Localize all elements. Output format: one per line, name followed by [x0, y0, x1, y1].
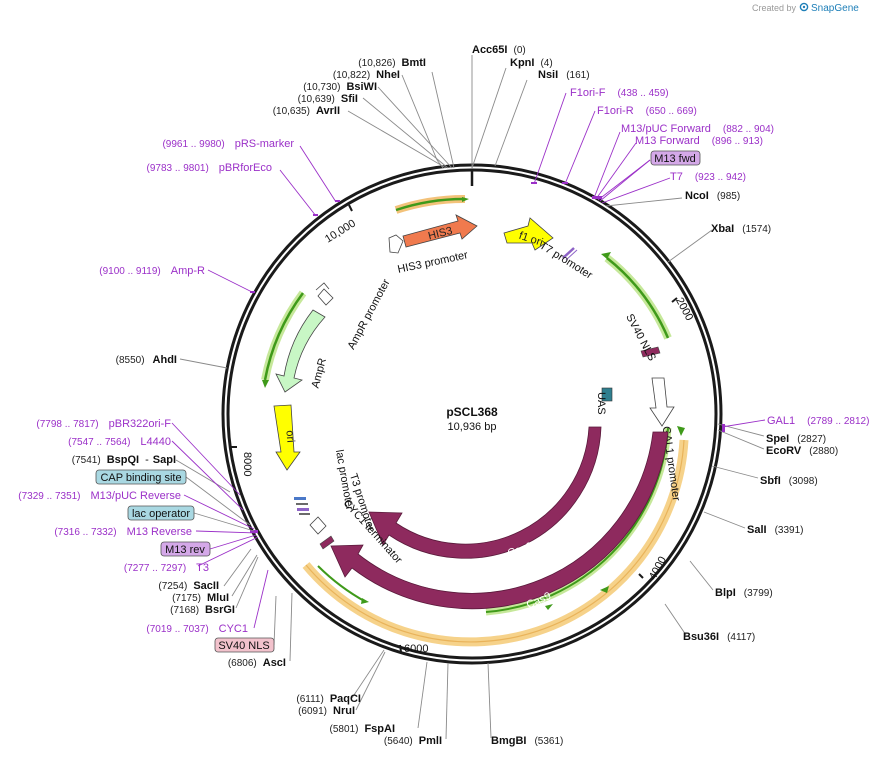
enzyme-bspqi[interactable]: (7541)BspQI-SapI: [72, 454, 176, 466]
box-cap-binding-site-label: CAP binding site: [100, 472, 181, 484]
enzyme-fspai[interactable]: (5801)FspAI: [330, 723, 395, 735]
enzyme-acc65i[interactable]: Acc65I(0): [472, 44, 526, 56]
enzyme-xbai[interactable]: XbaI(1574): [711, 223, 771, 235]
feature-cas9-inner[interactable]: Cas9: [368, 426, 602, 560]
enzyme-bmti[interactable]: (10,826)BmtI: [358, 57, 426, 69]
enzyme-bsiwi[interactable]: (10,730)BsiWI: [303, 81, 377, 93]
orf-sv40-arrow: [606, 257, 670, 339]
label-ampr: AmpR: [310, 357, 330, 390]
ruler-label-10000: 10,000: [323, 217, 358, 245]
box-sv40-nls-label: SV40 NLS: [218, 640, 269, 652]
label-ampr-promoter: AmpR promoter: [346, 277, 393, 351]
enzyme-nhei[interactable]: (10,822)NheI: [333, 69, 400, 81]
primer-m13-forward[interactable]: M13 Forward(896 .. 913): [635, 135, 763, 147]
feature-ori[interactable]: ori: [273, 404, 301, 471]
enzyme-asci[interactable]: (6806)AscI: [228, 657, 286, 669]
enzyme-avrii[interactable]: (10,635)AvrII: [273, 105, 340, 117]
enzyme-sali[interactable]: SalI(3391): [747, 524, 803, 536]
ruler-tick-6000: 6000: [399, 643, 428, 655]
feature-uas[interactable]: UAS: [595, 387, 613, 415]
snapgene-logo-icon: [799, 2, 809, 12]
primer-pbrforeco[interactable]: (9783 .. 9801)pBRforEco: [147, 162, 272, 174]
primer-gal1[interactable]: GAL1(2789 .. 2812): [767, 415, 869, 427]
enzyme-pmli[interactable]: (5640)PmlI: [384, 735, 442, 747]
primer-prs-marker[interactable]: (9961 .. 9980)pRS-marker: [162, 138, 294, 150]
enzyme-nsii[interactable]: NsiI(161): [538, 69, 590, 81]
enzyme-bmgbi[interactable]: BmgBI(5361): [491, 735, 563, 747]
feature-t7-promoter[interactable]: T7 promoter: [537, 240, 594, 282]
box-m13-fwd-label: M13 fwd: [654, 153, 696, 165]
orf-cas9-inner-halo: [485, 427, 672, 616]
enzyme-sacii[interactable]: (7254)SacII: [158, 580, 219, 592]
enzyme-paqci[interactable]: (6111)PaqCI: [296, 693, 361, 705]
feature-sv40-nls-inner[interactable]: SV40 NLS: [623, 312, 661, 363]
enzyme-ncoi[interactable]: NcoI(985): [685, 190, 740, 202]
primer-f1ori-f[interactable]: F1ori-F(438 .. 459): [570, 87, 669, 99]
label-sv40-nls: SV40 NLS: [623, 312, 658, 363]
box-m13-rev[interactable]: M13 rev: [160, 534, 257, 557]
label-his3-promoter: HIS3 promoter: [397, 249, 470, 276]
plasmid-size: 10,936 bp: [448, 421, 497, 433]
enzyme-ecorv[interactable]: EcoRV(2880): [766, 445, 838, 457]
orf-ampr-arrowhead: [262, 380, 269, 388]
enzyme-leader-lines: [175, 55, 765, 740]
box-m13-rev-label: M13 rev: [165, 544, 205, 556]
label-uas: UAS: [595, 392, 607, 415]
primer-m13-reverse[interactable]: (7316 .. 7332)M13 Reverse: [54, 526, 192, 538]
ruler-label-8000: 8000: [241, 452, 253, 476]
box-sv40-nls[interactable]: SV40 NLS: [214, 595, 277, 653]
box-m13-fwd[interactable]: M13 fwd: [597, 150, 701, 201]
feature-lac-promoter-marks: [294, 497, 310, 515]
plasmid-name: pSCL368: [446, 405, 498, 419]
primer-leader-lines: [171, 92, 766, 629]
enzyme-nrui[interactable]: (6091)NruI: [298, 705, 355, 717]
orf-his3-arrowhead: [462, 197, 469, 202]
enzyme-spei[interactable]: SpeI(2827): [766, 433, 826, 445]
primer-l4440[interactable]: (7547 .. 7564)L4440: [68, 436, 171, 448]
enzyme-kpni[interactable]: KpnI(4): [510, 57, 553, 69]
enzyme-ahdi[interactable]: (8550)AhdI: [116, 354, 177, 366]
enzyme-sbfi[interactable]: SbfI(3098): [760, 475, 818, 487]
ruler-tick-8000: 8000: [231, 446, 253, 476]
primer-cyc1[interactable]: (7019 .. 7037)CYC1: [146, 623, 248, 635]
primer-t3[interactable]: (7277 .. 7297)T3: [124, 562, 209, 574]
label-his3: HIS3: [427, 225, 454, 243]
credit-brand: SnapGene: [811, 3, 859, 14]
orf-ampr-arrow: [263, 292, 305, 381]
orf-sv40-arrowhead: [601, 252, 611, 259]
primer-f1ori-r[interactable]: F1ori-R(650 .. 669): [597, 105, 697, 117]
primer-m13puc-reverse[interactable]: (7329 .. 7351)M13/pUC Reverse: [18, 490, 181, 502]
label-ori: ori: [283, 430, 296, 443]
enzyme-blpi[interactable]: BlpI(3799): [715, 587, 773, 599]
enzyme-bsu36i[interactable]: Bsu36I(4117): [683, 631, 755, 643]
orf-arrowhead-2: [600, 586, 609, 593]
orf-cas9-outer-line: [305, 439, 685, 643]
enzyme-sfii[interactable]: (10,639)SfiI: [298, 93, 358, 105]
primer-t7[interactable]: T7(923 .. 942): [670, 171, 746, 183]
orf-arrowhead-4: [361, 598, 369, 604]
orf-his3-arrow: [395, 197, 466, 212]
box-cap-binding-site[interactable]: CAP binding site: [95, 469, 251, 526]
primer-pbr322ori-f[interactable]: (7798 .. 7817)pBR322ori-F: [36, 418, 171, 430]
feature-ampr-promoter[interactable]: AmpR promoter: [315, 277, 393, 352]
ruler-label-6000: 6000: [404, 643, 428, 655]
enzyme-mlui[interactable]: (7175)MluI: [172, 592, 229, 604]
primer-marks: [250, 182, 725, 533]
primer-m13puc-forward[interactable]: M13/pUC Forward(882 .. 904): [621, 123, 774, 135]
credit-text: Created by: [752, 3, 797, 13]
box-lac-operator-label: lac operator: [132, 508, 190, 520]
enzyme-bsrgi[interactable]: (7168)BsrGI: [170, 604, 235, 616]
orf-arrowhead-3: [545, 604, 553, 610]
feature-his3[interactable]: HIS3: [402, 214, 478, 248]
orf-arrowhead-1: [677, 426, 685, 436]
primer-amp-r[interactable]: (9100 .. 9119)Amp-R: [99, 265, 205, 277]
box-lac-operator[interactable]: lac operator: [127, 505, 255, 532]
label-t7-promoter: T7 promoter: [537, 240, 594, 282]
